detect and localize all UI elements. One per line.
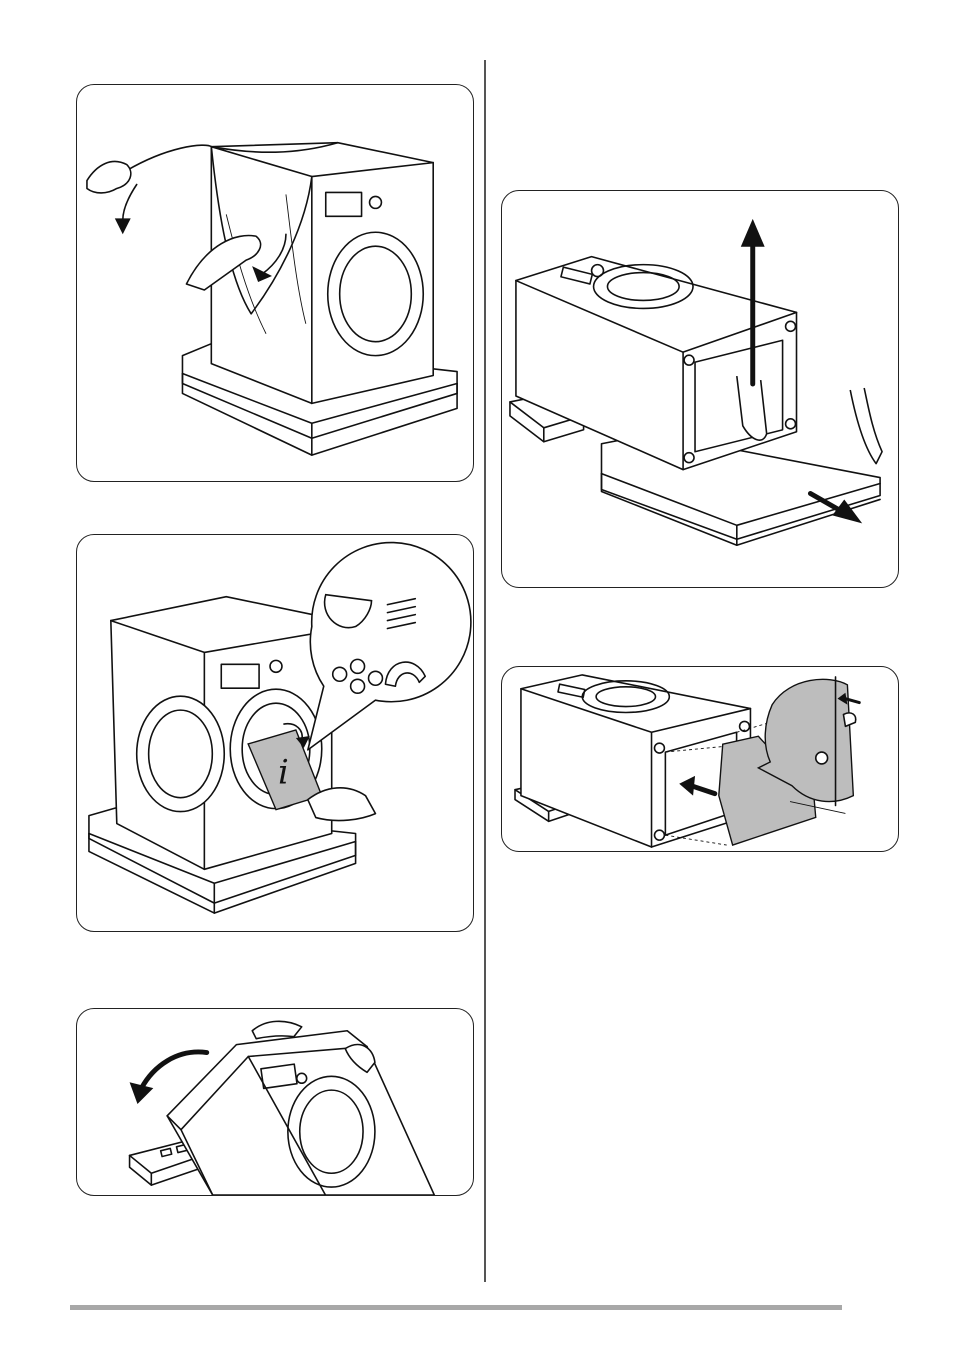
washing-machine-tilt-illustration xyxy=(77,1009,473,1195)
panel-clip-icon xyxy=(843,713,855,726)
footer-rule xyxy=(70,1305,842,1310)
figure-remove-cover xyxy=(76,84,474,482)
washing-machine-rear-panel-illustration xyxy=(502,667,898,851)
info-sheet-glyph: i xyxy=(278,753,289,792)
washing-machine-lift-from-base-illustration xyxy=(502,191,898,587)
figure-tilt-machine xyxy=(76,1008,474,1196)
figure-remove-bag: i xyxy=(76,534,474,932)
column-divider xyxy=(484,60,486,1282)
figure-lift-base xyxy=(501,190,899,588)
washing-machine-cover-removal-illustration xyxy=(77,85,473,481)
washing-machine-info-bag-illustration: i xyxy=(77,535,473,931)
figure-fit-panel xyxy=(501,666,899,852)
